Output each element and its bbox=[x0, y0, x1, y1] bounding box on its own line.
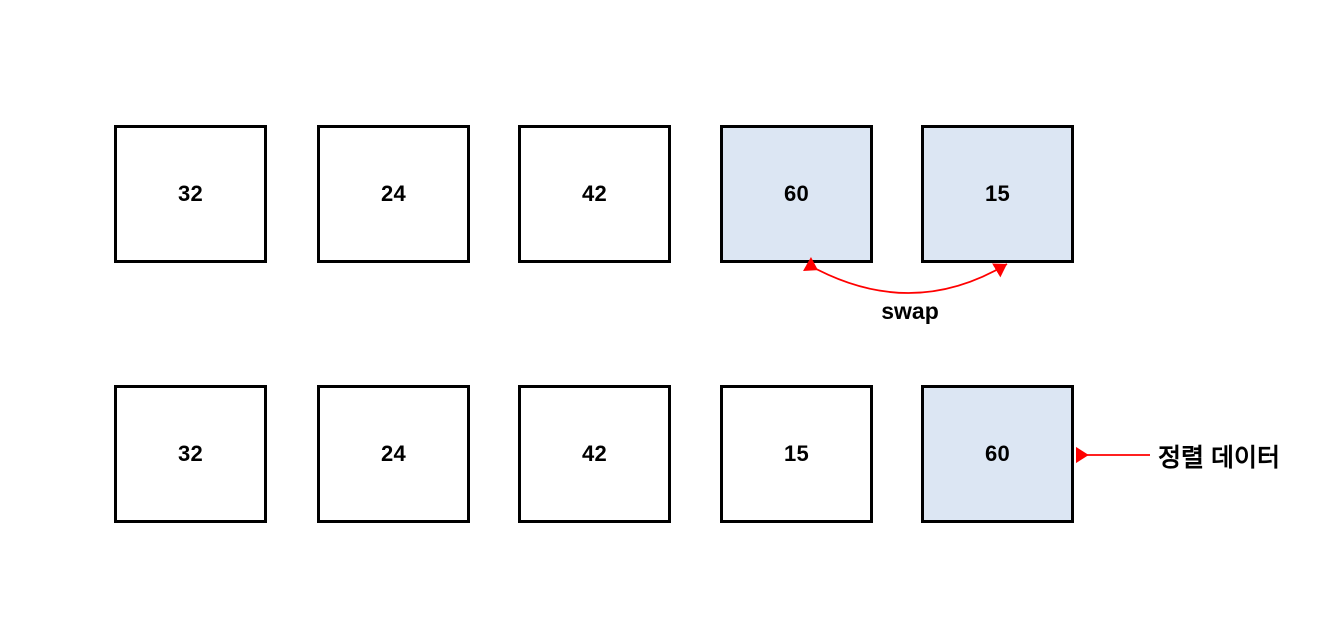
array-cell-value: 32 bbox=[177, 181, 204, 206]
array-cell-value: 15 bbox=[984, 181, 1011, 206]
array-cell-value: 42 bbox=[581, 181, 608, 206]
sorted-data-label: 정렬 데이터 bbox=[1158, 444, 1280, 472]
sorted-data-arrow bbox=[1062, 438, 1162, 472]
array-cell-value: 32 bbox=[177, 441, 204, 466]
array-cell-value: 60 bbox=[984, 441, 1011, 466]
array-cell-value: 42 bbox=[581, 441, 608, 466]
array-cell: 32 bbox=[114, 125, 267, 263]
array-cell-highlighted: 60 bbox=[720, 125, 873, 263]
array-cell: 32 bbox=[114, 385, 267, 523]
array-cell: 42 bbox=[518, 385, 671, 523]
array-cell-highlighted: 60 bbox=[921, 385, 1074, 523]
array-cell-value: 24 bbox=[380, 441, 407, 466]
array-cell-value: 24 bbox=[380, 181, 407, 206]
swap-label: swap bbox=[881, 298, 939, 324]
array-cell: 42 bbox=[518, 125, 671, 263]
array-cell-value: 60 bbox=[783, 181, 810, 206]
sorted-data-arrow-svg bbox=[1076, 446, 1150, 464]
array-cell-highlighted: 15 bbox=[921, 125, 1074, 263]
array-cell: 24 bbox=[317, 385, 470, 523]
array-cell: 24 bbox=[317, 125, 470, 263]
array-cell-value: 15 bbox=[783, 441, 810, 466]
array-cell: 15 bbox=[720, 385, 873, 523]
